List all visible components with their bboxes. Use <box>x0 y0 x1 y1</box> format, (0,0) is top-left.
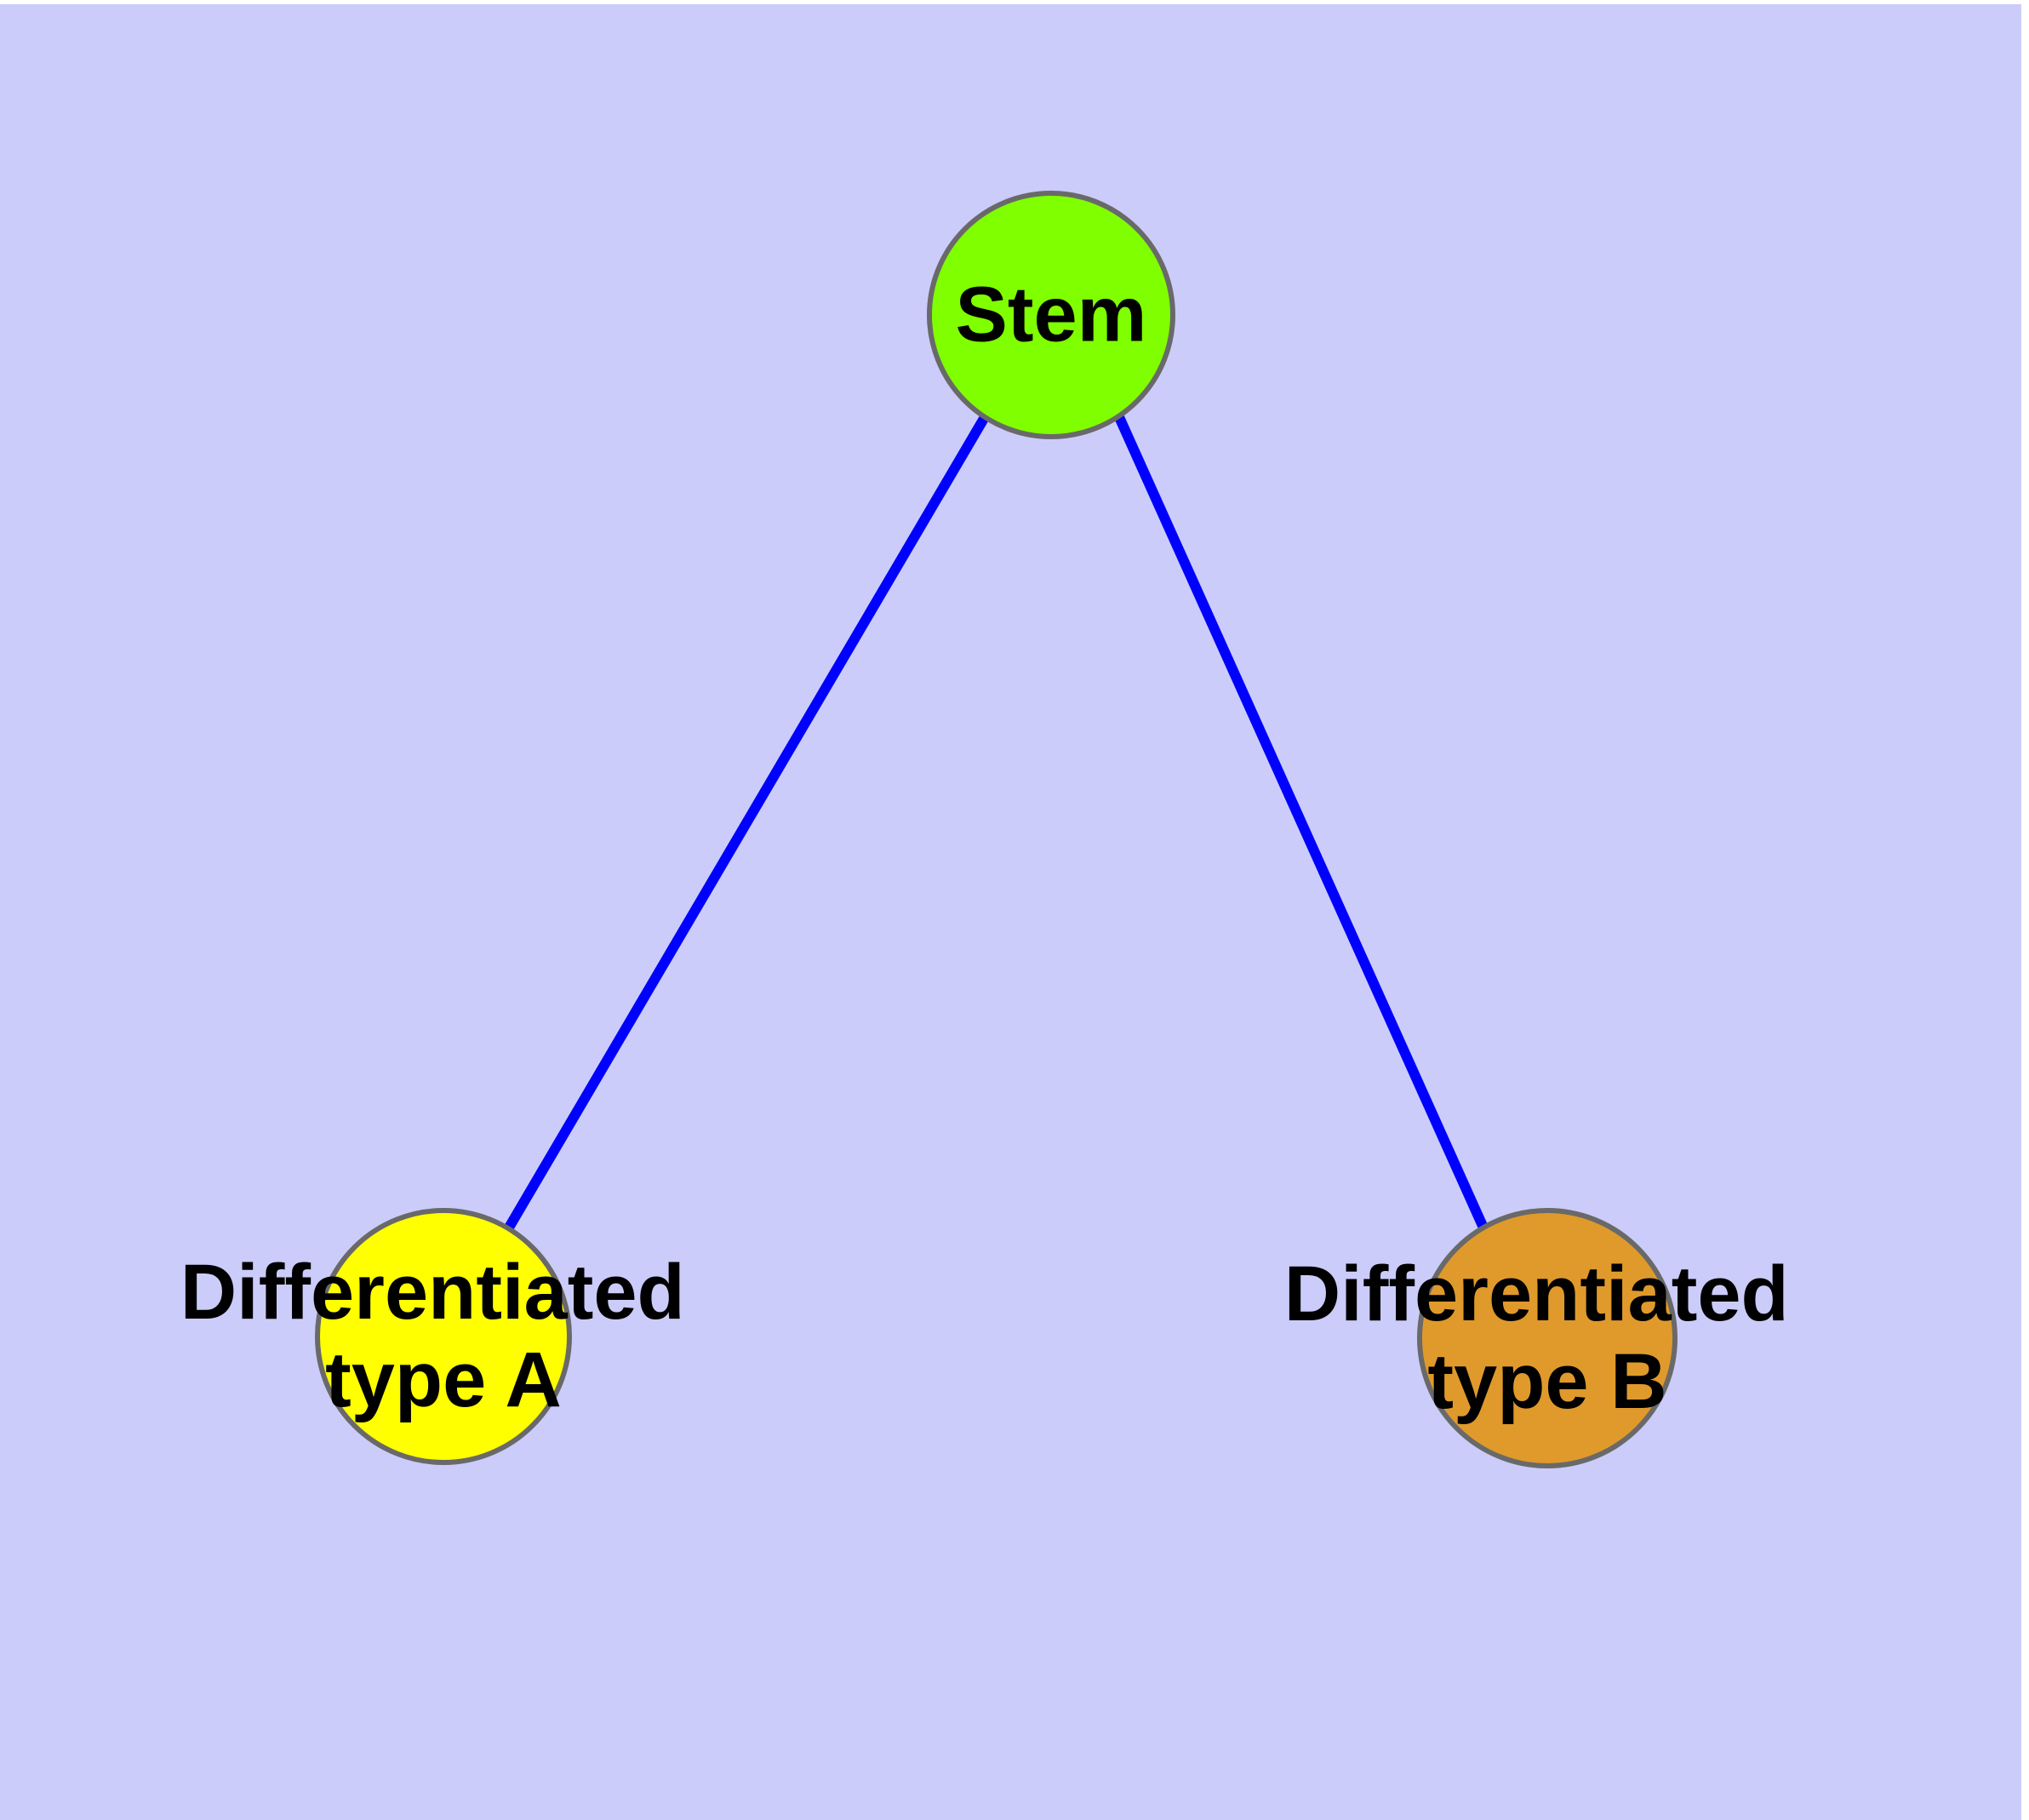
node-differentiated-type-b-label-line-0: Differentiated <box>1284 1251 1789 1337</box>
node-differentiated-type-a-circle[interactable] <box>315 1208 572 1465</box>
node-differentiated-type-a-label-line-1: type A <box>325 1337 562 1424</box>
node-stem[interactable]: Stem <box>927 191 1175 439</box>
node-differentiated-type-a[interactable]: Differentiated type A <box>180 1208 707 1465</box>
node-differentiated-type-b[interactable]: Differentiated type B <box>1284 1208 1811 1468</box>
edge-layer <box>504 414 1488 1231</box>
edge-stem-to-differentiated-type-b[interactable] <box>1114 415 1488 1228</box>
node-differentiated-type-b-label-line-1: type B <box>1427 1339 1666 1426</box>
node-differentiated-type-b-circle[interactable] <box>1417 1208 1677 1468</box>
node-differentiated-type-b-label: Differentiated type B <box>1284 1245 1811 1426</box>
node-differentiated-type-a-label-line-0: Differentiated <box>180 1249 685 1336</box>
node-stem-label-line-0: Stem <box>956 272 1147 358</box>
node-differentiated-type-a-label: Differentiated type A <box>180 1244 707 1424</box>
node-layer: Stem Differentiated type A Differentiate… <box>180 191 1811 1468</box>
node-stem-label: Stem <box>956 272 1147 358</box>
edge-stem-to-differentiated-type-a[interactable] <box>504 414 990 1231</box>
node-stem-circle[interactable] <box>927 191 1175 439</box>
